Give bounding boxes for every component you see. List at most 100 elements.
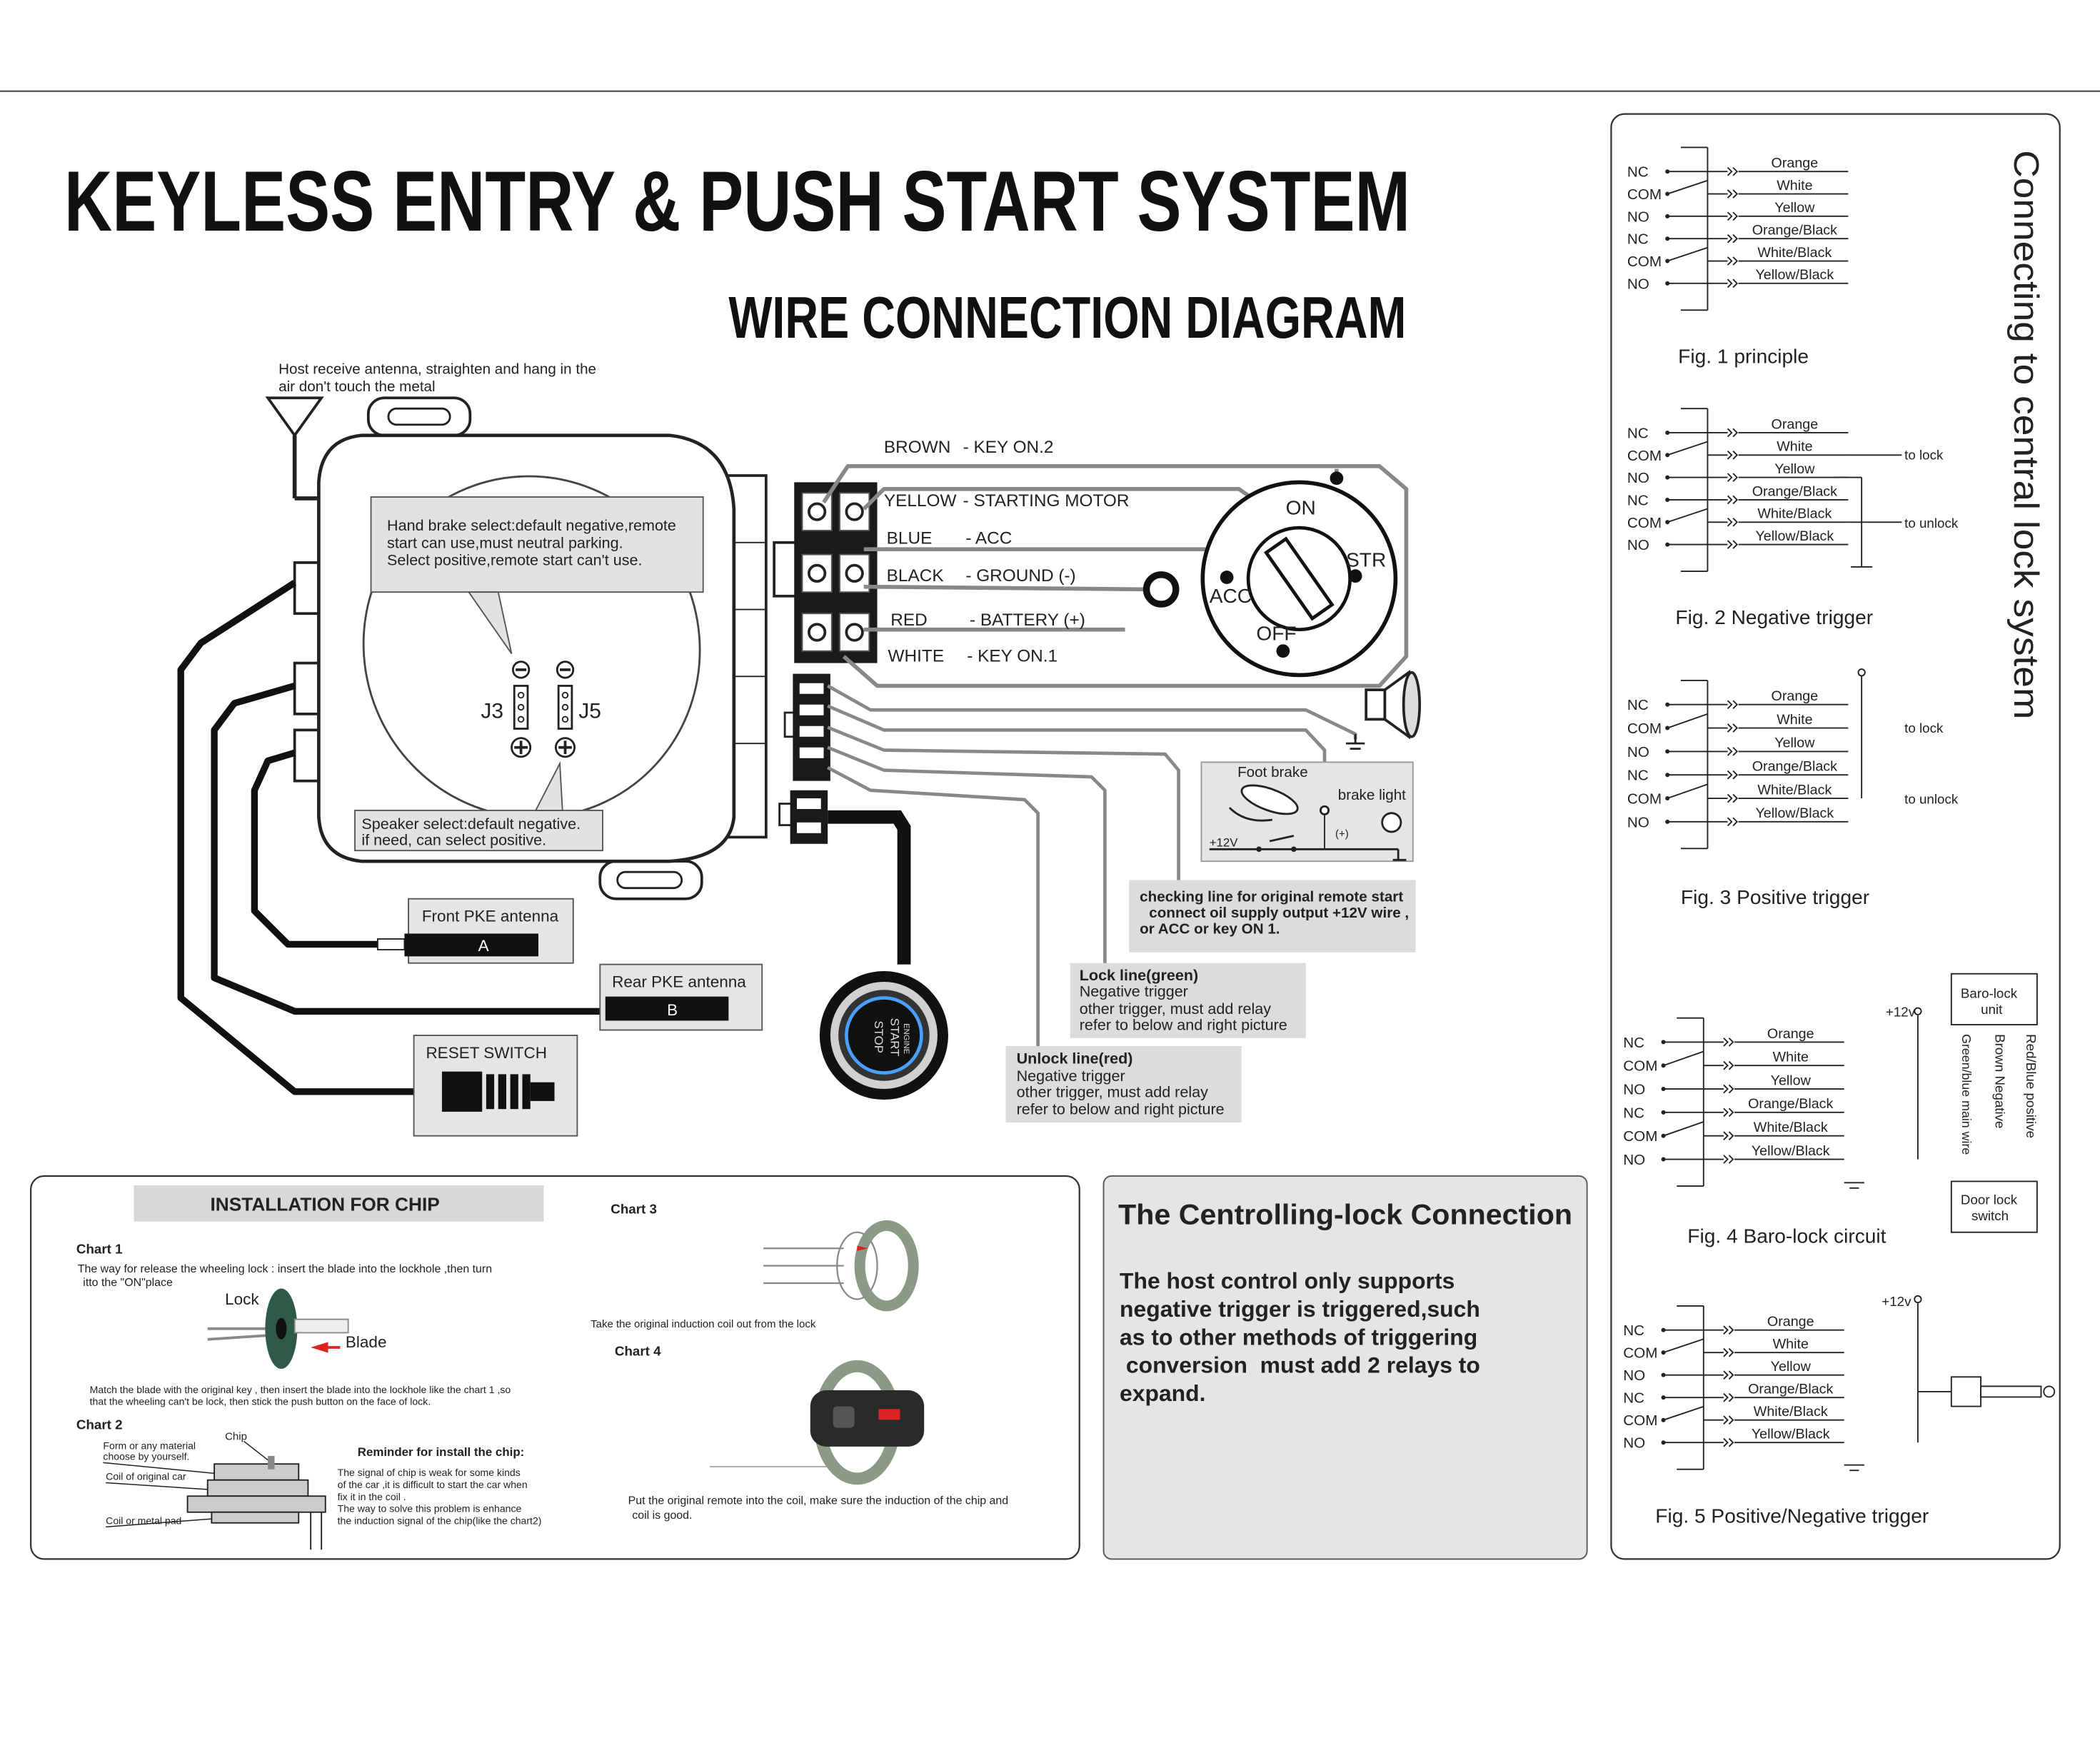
right-panel: Connecting to central lock system NCOran…	[1610, 113, 2061, 1560]
reminder-title: Reminder for install the chip:	[358, 1445, 524, 1459]
relay-pin-label: NO	[1627, 537, 1649, 553]
wire-blue-label: - ACC	[965, 529, 1012, 548]
unlock-line-3: refer to below and right picture	[1017, 1100, 1225, 1118]
wire-color-label: Yellow/Black	[1755, 528, 1834, 544]
jumper-j5[interactable]: J5	[554, 660, 601, 758]
relay-pin-label: NO	[1623, 1367, 1645, 1384]
match-text: Match the blade with the original key , …	[90, 1384, 511, 1395]
wire-color-label: White/Black	[1757, 245, 1832, 261]
wire-color-label: Yellow	[1774, 735, 1815, 751]
chart2-label: Chart 2	[76, 1417, 123, 1432]
wire-brown-label: - KEY ON.2	[963, 438, 1054, 457]
unlock-line-note: Unlock line(red) Negative trigger other …	[1005, 1046, 1242, 1122]
form-label-2: choose by yourself.	[103, 1451, 189, 1462]
main-title: KEYLESS ENTRY & PUSH START SYSTEM	[64, 154, 1410, 249]
relay-pin-label: NO	[1627, 470, 1649, 486]
relay-pin-label: COM	[1623, 1412, 1657, 1429]
relay-pin-label: COM	[1627, 253, 1662, 270]
j5-label: J5	[578, 699, 601, 723]
door-switch-2: switch	[1971, 1208, 2009, 1223]
wire-color-label: White	[1773, 1050, 1809, 1065]
wire-color-label: Yellow/Black	[1755, 805, 1834, 821]
checking-line-3: or ACC or key ON 1.	[1140, 920, 1280, 937]
rear-pke-letter: B	[667, 1001, 678, 1019]
reminder-5: the induction signal of the chip(like th…	[338, 1515, 542, 1527]
chart3-label: Chart 3	[611, 1201, 657, 1216]
reset-switch[interactable]: RESET SWITCH	[413, 1035, 578, 1137]
fig2-to-unlock: to unlock	[1904, 516, 1959, 531]
relay-pin-label: NC	[1623, 1322, 1644, 1339]
brake-light-label: brake light	[1338, 787, 1406, 803]
checking-line-1: checking line for original remote start	[1140, 888, 1403, 905]
wire-black-color: BLACK	[887, 566, 944, 586]
relay-pin-label: NO	[1627, 209, 1649, 225]
wire-color-label: Yellow	[1771, 1359, 1812, 1375]
lock-line-title: Lock line(green)	[1080, 966, 1198, 984]
relay-pin-label: COM	[1627, 448, 1662, 464]
wire-color-label: Yellow	[1774, 200, 1815, 216]
wire-color-label: Orange	[1767, 1026, 1814, 1042]
wire-white-label: - KEY ON.1	[967, 647, 1057, 666]
fig3-caption: Fig. 3 Positive trigger	[1681, 886, 1869, 908]
jumper-j3[interactable]: J3	[481, 660, 532, 758]
relay-pin-label: NO	[1623, 1152, 1645, 1168]
fig4-plus12v: +12v	[1886, 1005, 1916, 1020]
foot-brake-panel: Foot brake brake light +12V (+)	[1200, 761, 1414, 863]
chip-title: INSTALLATION FOR CHIP	[210, 1194, 439, 1215]
wire-color-label: Orange	[1767, 1314, 1814, 1330]
chart4-text: Put the original remote into the coil, m…	[628, 1495, 1008, 1507]
wire-color-label: Orange/Black	[1748, 1382, 1833, 1397]
sub-title: WIRE CONNECTION DIAGRAM	[728, 285, 1406, 351]
wire-color-label: White/Black	[1757, 782, 1832, 798]
unlock-line-title: Unlock line(red)	[1017, 1049, 1133, 1067]
ign-on: ON	[1286, 496, 1316, 518]
lock-label: Lock	[225, 1290, 259, 1308]
chart1-text: The way for release the wheeling lock : …	[78, 1263, 492, 1275]
lock-line-note: Lock line(green) Negative trigger other …	[1070, 963, 1306, 1038]
wire-red-label: - BATTERY (+)	[970, 611, 1085, 630]
chart3-text: Take the original induction coil out fro…	[591, 1318, 816, 1330]
wire-color-label: Orange/Black	[1752, 759, 1837, 775]
hand-brake-note-2: start can use,must neutral parking.	[387, 533, 623, 551]
relay-pin-label: NO	[1627, 276, 1649, 292]
unlock-line-1: Negative trigger	[1017, 1067, 1125, 1085]
wire-color-label: White	[1777, 178, 1812, 194]
fig3-to-lock: to lock	[1904, 720, 1944, 735]
ign-str: STR	[1346, 549, 1386, 571]
rear-pke-antenna: Rear PKE antenna B	[599, 963, 763, 1031]
central-lock-body-4: conversion must add 2 relays to	[1120, 1352, 1480, 1378]
front-pke-letter: A	[478, 937, 489, 955]
wire-color-label: Orange/Black	[1748, 1096, 1833, 1112]
antenna-note: Host receive antenna, straighten and han…	[278, 361, 596, 377]
wire-color-label: Orange/Black	[1752, 223, 1837, 238]
chart4-text-2: coil is good.	[632, 1510, 692, 1522]
reminder-1: The signal of chip is weak for some kind…	[338, 1467, 521, 1478]
push-start-button[interactable]: ENGINE START STOP	[819, 970, 948, 1100]
chip-label: Chip	[225, 1430, 247, 1442]
plus-sign: (+)	[1335, 828, 1349, 840]
fig3-to-unlock: to unlock	[1904, 792, 1959, 807]
relay-pin-label: NC	[1623, 1035, 1644, 1051]
baro-unit-1: Baro-lock	[1961, 985, 2018, 1000]
button-cable	[828, 810, 911, 965]
wire-color-label: White/Black	[1754, 1120, 1828, 1135]
front-pke-label: Front PKE antenna	[422, 908, 559, 925]
form-label: Form or any material	[103, 1440, 196, 1452]
relay-pin-label: COM	[1623, 1128, 1657, 1145]
fig1: NCOrangeCOMWhiteNOYellowNCOrange/BlackCO…	[1627, 146, 1849, 311]
coil-car-label: Coil of original car	[106, 1471, 186, 1482]
wire-color-label: White	[1777, 712, 1812, 728]
relay-pin-label: NC	[1627, 231, 1649, 248]
relay-pin-label: NC	[1627, 164, 1649, 181]
lock-line-1: Negative trigger	[1080, 983, 1188, 1000]
wire-red-color: RED	[890, 611, 927, 630]
chip-panel: INSTALLATION FOR CHIP Chart 1 The way fo…	[30, 1175, 1080, 1560]
relay-pin-label: NC	[1627, 768, 1649, 784]
wire-color-label: Orange	[1772, 156, 1819, 171]
ign-off: OFF	[1256, 623, 1296, 645]
speaker-note-2: if need, can select positive.	[361, 831, 546, 849]
ign-acc: ACC	[1210, 585, 1252, 607]
fig2-caption: Fig. 2 Negative trigger	[1675, 606, 1873, 628]
wire-color-label: Yellow	[1774, 461, 1815, 477]
baro-wire-2: Brown Negative	[1993, 1034, 2008, 1128]
